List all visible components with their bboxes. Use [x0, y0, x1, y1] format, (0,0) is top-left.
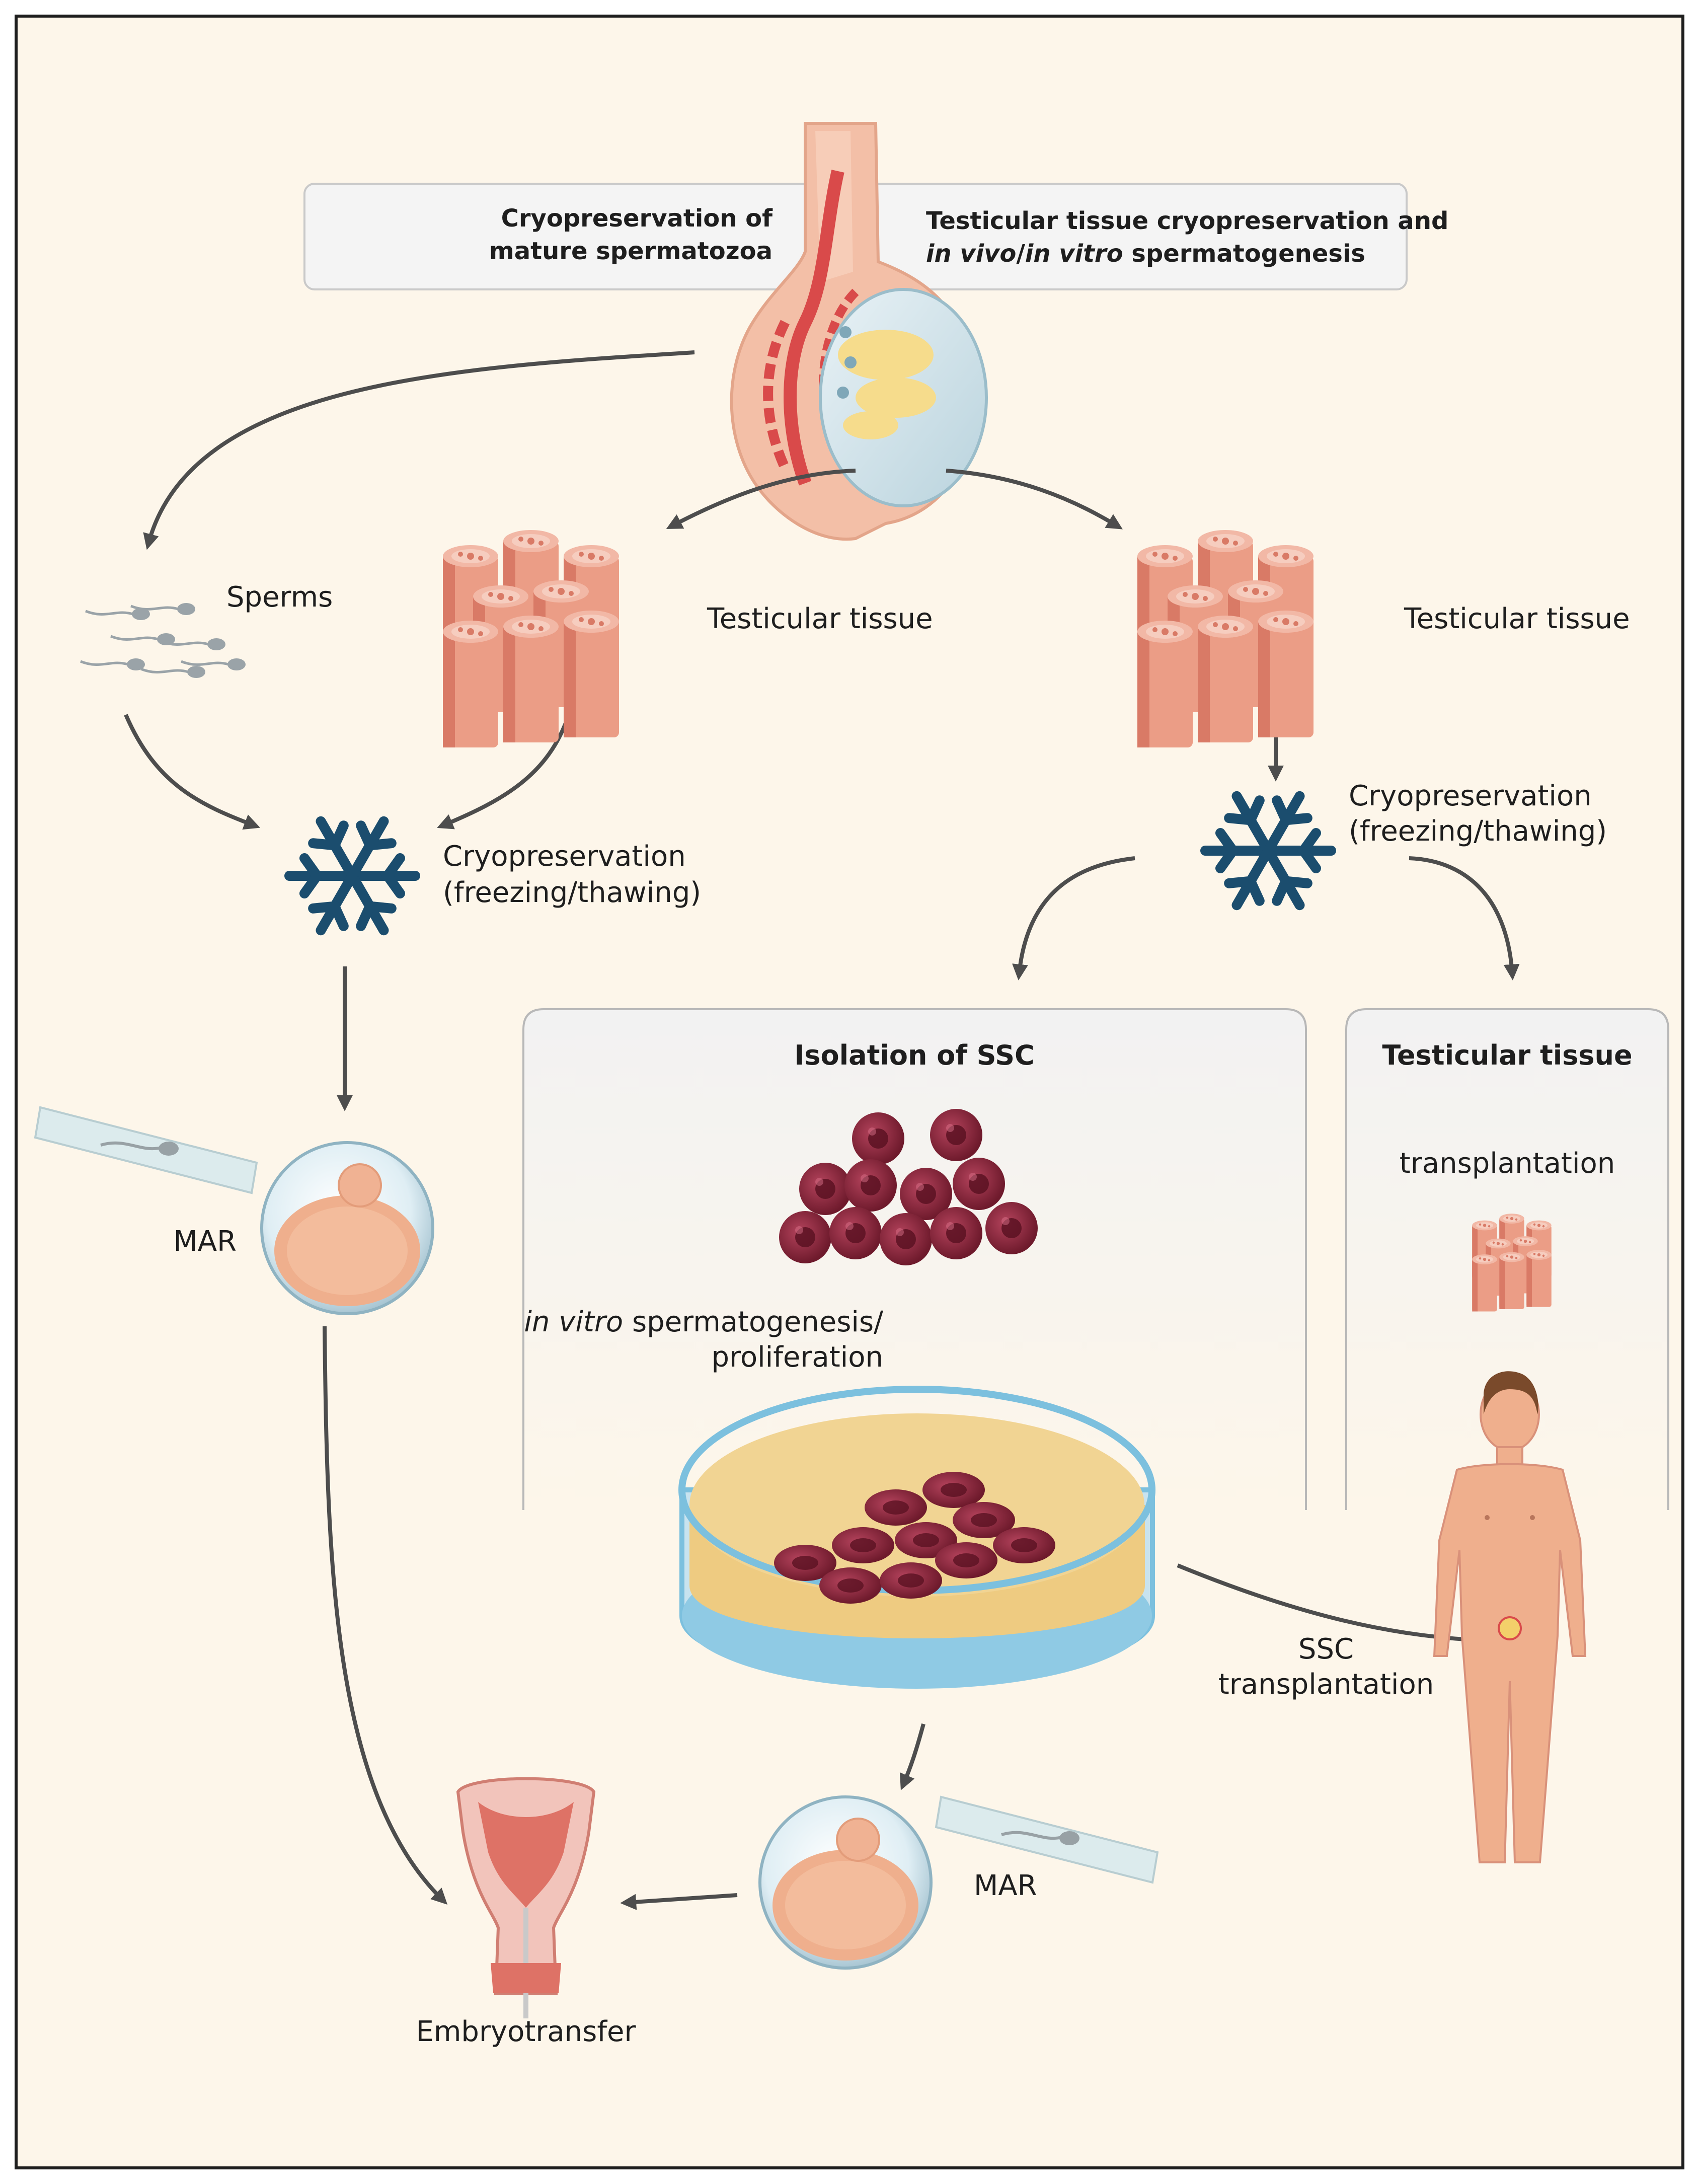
arrow-dish-to-mar — [899, 1723, 925, 1790]
uterus-icon — [456, 1777, 596, 2018]
ssc-transplant-line2: transplantation — [1218, 1668, 1434, 1701]
tissue-panel-subtitle: transplantation — [1400, 1147, 1615, 1180]
invitro-line2: proliferation — [712, 1341, 884, 1374]
small-tissue-bundle — [1472, 1214, 1552, 1311]
ssc-panel-title: Isolation of SSC — [794, 1039, 1034, 1071]
embryotransfer-label: Embryotransfer — [416, 2015, 636, 2048]
left-mar-label: MAR — [173, 1225, 237, 1258]
sperms-label: Sperms — [226, 581, 333, 614]
right-tissue-bundle — [1137, 530, 1314, 747]
egg-icon — [760, 1797, 931, 1968]
right-cryo-line1: Cryopreservation — [1349, 780, 1592, 812]
header-in-vivo: in vivo — [926, 240, 1016, 268]
arrow-dish-to-human — [1177, 1563, 1516, 1649]
header-spermatogenesis: spermatogenesis — [1123, 240, 1365, 268]
arrow-testis-to-left-tissue — [666, 469, 856, 529]
header-slash: / — [1016, 240, 1025, 268]
ssc-transplant-line1: SSC — [1298, 1633, 1354, 1666]
header-left-line1: Cryopreservation of — [501, 204, 773, 233]
human-figure — [1433, 1371, 1587, 1863]
invitro-italic: in vitro — [524, 1306, 623, 1338]
left-cryo-line2: (freezing/thawing) — [443, 876, 701, 909]
petri-dish — [678, 1386, 1155, 1689]
egg-icon — [262, 1143, 433, 1314]
arrow-mar-to-uterus — [620, 1893, 738, 1910]
testis-illustration — [730, 122, 988, 541]
left-tissue-bundle — [443, 530, 619, 747]
right-cryo-line2: (freezing/thawing) — [1349, 815, 1607, 848]
header-in-vitro: in vitro — [1025, 240, 1123, 268]
arrow-tissue-to-cryo — [437, 714, 571, 830]
arrow-sperms-to-cryo — [124, 714, 260, 830]
arrow-testis-to-sperms — [143, 350, 695, 550]
arrow-cryo-to-tissue-transplant — [1409, 856, 1520, 981]
header-right-line1: Testicular tissue cryopreservation and — [926, 207, 1448, 235]
tissue-panel-title: Testicular tissue — [1382, 1039, 1632, 1071]
arrow-cryo-to-ssc — [1012, 856, 1135, 981]
arrow-mar-to-embryotransfer — [323, 1326, 448, 1905]
bottom-mar-label: MAR — [974, 1869, 1037, 1902]
left-tissue-label: Testicular tissue — [707, 603, 933, 635]
left-cryo-line1: Cryopreservation — [443, 840, 686, 873]
right-tissue-label: Testicular tissue — [1404, 603, 1630, 635]
arrow-testis-to-right-tissue — [946, 469, 1123, 530]
header-left-line2: mature spermatozoa — [489, 237, 773, 265]
header-right-line2: in vivo/in vitro spermatogenesis — [926, 240, 1365, 268]
invitro-rest: spermatogenesis/ — [623, 1306, 883, 1338]
invitro-line1: in vitro spermatogenesis/ — [524, 1306, 883, 1338]
